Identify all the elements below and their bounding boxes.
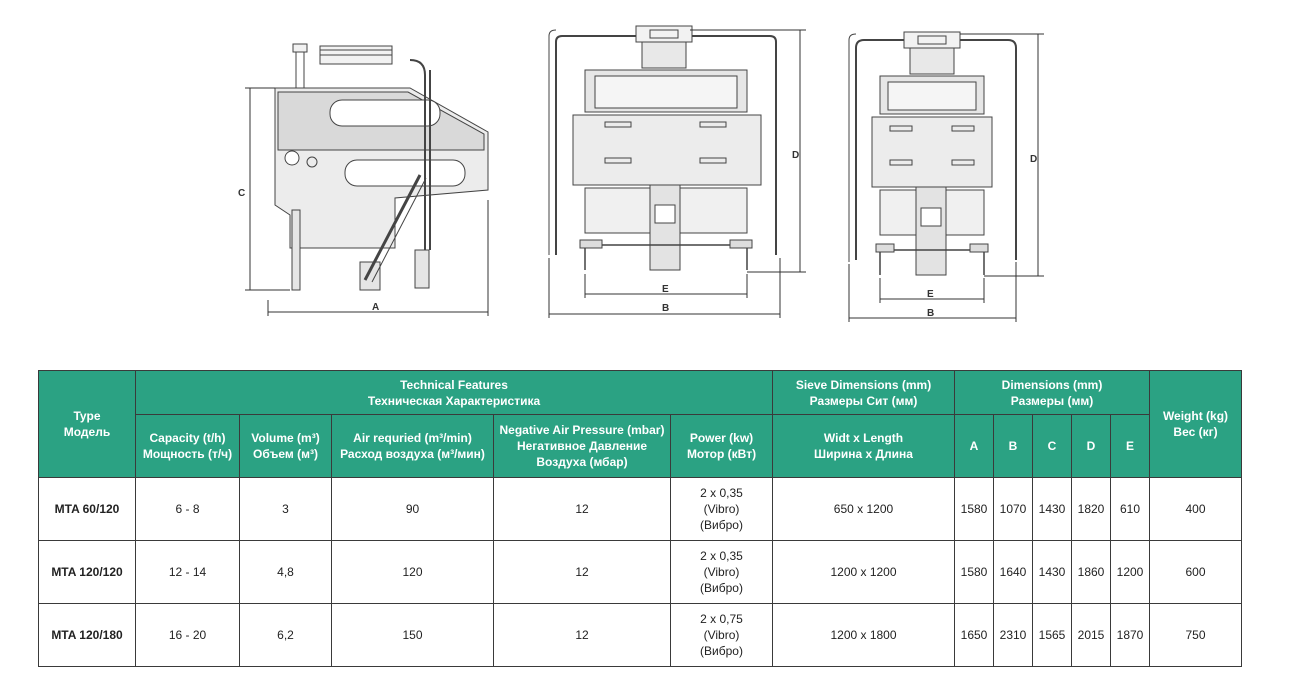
header-negative-pressure: Negative Air Pressure (mbar) Негативное … bbox=[493, 414, 671, 478]
header-dim-a: A bbox=[954, 414, 994, 478]
cell-model: MTA 120/120 bbox=[38, 540, 136, 604]
header-dim-c: C bbox=[1032, 414, 1072, 478]
cell-power: 2 x 0,75 (Vibro) (Вибро) bbox=[670, 603, 773, 667]
header-dim-e: E bbox=[1110, 414, 1150, 478]
small-dim-b-label: B bbox=[927, 308, 934, 319]
cell-volume: 4,8 bbox=[239, 540, 332, 604]
cell-dim-a: 1650 bbox=[954, 603, 994, 667]
cell-dim-c: 1565 bbox=[1032, 603, 1072, 667]
cell-dim-e: 1200 bbox=[1110, 540, 1150, 604]
cell-dim-a: 1580 bbox=[954, 540, 994, 604]
cell-dim-c: 1430 bbox=[1032, 540, 1072, 604]
cell-pressure: 12 bbox=[493, 603, 671, 667]
cell-dim-d: 1860 bbox=[1071, 540, 1111, 604]
header-type: Type Модель bbox=[38, 370, 136, 478]
header-row-sub: Capacity (t/h) Мощность (т/ч) Volume (m³… bbox=[39, 414, 1242, 478]
cell-capacity: 12 - 14 bbox=[135, 540, 240, 604]
cell-dim-b: 1070 bbox=[993, 477, 1033, 541]
header-weight: Weight (kg) Вес (кг) bbox=[1149, 370, 1242, 478]
table-row: MTA 120/180 16 - 20 6,2 150 12 2 x 0,75 … bbox=[38, 603, 1242, 667]
cell-pressure: 12 bbox=[493, 540, 671, 604]
cell-capacity: 6 - 8 bbox=[135, 477, 240, 541]
header-sieve-dimensions: Sieve Dimensions (mm) Размеры Сит (мм) bbox=[772, 370, 955, 415]
header-volume: Volume (m³) Объем (м³) bbox=[239, 414, 332, 478]
front-dim-d-label: D bbox=[792, 150, 799, 161]
cell-capacity: 16 - 20 bbox=[135, 603, 240, 667]
cell-power: 2 x 0,35 (Vibro) (Вибро) bbox=[670, 540, 773, 604]
cell-model: MTA 120/180 bbox=[38, 603, 136, 667]
technical-drawings: C A bbox=[0, 0, 1292, 330]
header-power: Power (kw) Мотор (кВт) bbox=[670, 414, 773, 478]
cell-power: 2 x 0,35 (Vibro) (Вибро) bbox=[670, 477, 773, 541]
cell-dim-a: 1580 bbox=[954, 477, 994, 541]
small-dim-d-label: D bbox=[1030, 154, 1037, 165]
header-row-top: Type Модель Technical Features Техническ… bbox=[38, 370, 1242, 478]
header-air-required: Air requried (m³/min) Расход воздуха (м³… bbox=[331, 414, 494, 478]
cell-volume: 6,2 bbox=[239, 603, 332, 667]
spec-table: Type Модель Technical Features Техническ… bbox=[38, 370, 1242, 667]
header-dimensions: Dimensions (mm) Размеры (мм) bbox=[954, 370, 1150, 415]
table-row: MTA 60/120 6 - 8 3 90 12 2 x 0,35 (Vibro… bbox=[38, 477, 1242, 541]
cell-weight: 400 bbox=[1149, 477, 1242, 541]
side-dim-a-label: A bbox=[372, 302, 379, 313]
cell-dim-d: 2015 bbox=[1071, 603, 1111, 667]
cell-sieve: 1200 x 1200 bbox=[772, 540, 955, 604]
cell-air: 90 bbox=[331, 477, 494, 541]
cell-sieve: 1200 x 1800 bbox=[772, 603, 955, 667]
header-sieve-width-length: Widt x Length Ширина х Длина bbox=[772, 414, 955, 478]
cell-air: 120 bbox=[331, 540, 494, 604]
header-dim-b: B bbox=[993, 414, 1033, 478]
front-view-drawing bbox=[548, 25, 806, 318]
cell-dim-b: 2310 bbox=[993, 603, 1033, 667]
header-capacity: Capacity (t/h) Мощность (т/ч) bbox=[135, 414, 240, 478]
cell-sieve: 650 x 1200 bbox=[772, 477, 955, 541]
cell-air: 150 bbox=[331, 603, 494, 667]
table-row: MTA 120/120 12 - 14 4,8 120 12 2 x 0,35 … bbox=[38, 540, 1242, 604]
small-front-view-drawing bbox=[848, 31, 1044, 322]
side-dim-c-label: C bbox=[238, 188, 245, 199]
header-technical-features: Technical Features Техническая Характери… bbox=[135, 370, 773, 415]
cell-dim-e: 610 bbox=[1110, 477, 1150, 541]
cell-weight: 750 bbox=[1149, 603, 1242, 667]
header-dim-d: D bbox=[1071, 414, 1111, 478]
cell-dim-d: 1820 bbox=[1071, 477, 1111, 541]
cell-dim-b: 1640 bbox=[993, 540, 1033, 604]
side-view-drawing bbox=[245, 43, 489, 316]
cell-dim-e: 1870 bbox=[1110, 603, 1150, 667]
front-dim-b-label: B bbox=[662, 303, 669, 314]
front-dim-e-label: E bbox=[662, 284, 669, 295]
cell-model: MTA 60/120 bbox=[38, 477, 136, 541]
cell-pressure: 12 bbox=[493, 477, 671, 541]
small-dim-e-label: E bbox=[927, 289, 934, 300]
cell-volume: 3 bbox=[239, 477, 332, 541]
cell-dim-c: 1430 bbox=[1032, 477, 1072, 541]
cell-weight: 600 bbox=[1149, 540, 1242, 604]
